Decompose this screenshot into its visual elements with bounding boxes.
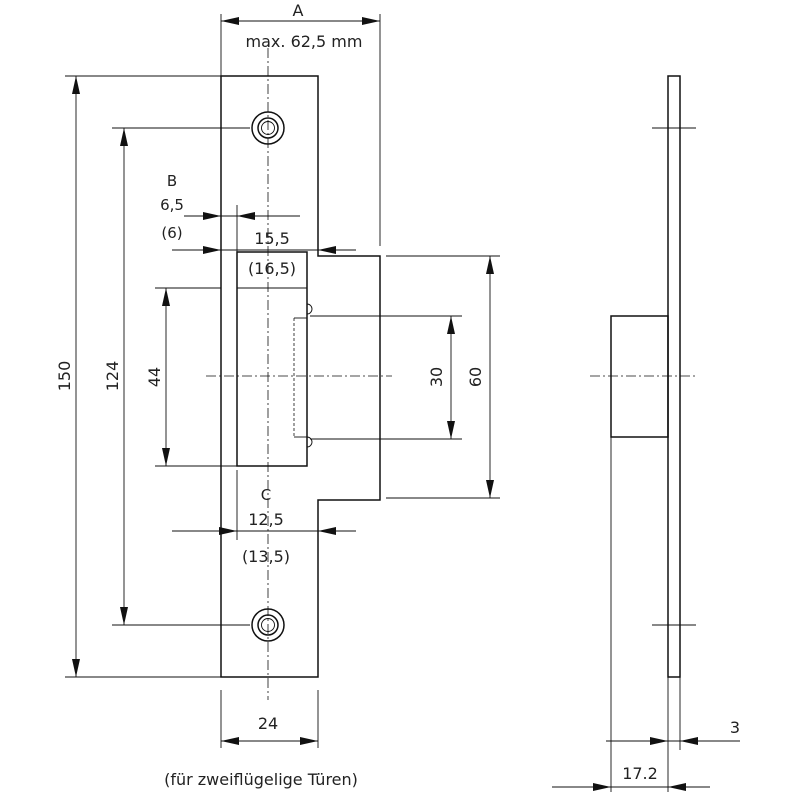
dim-side-depth: 17.2	[622, 764, 658, 783]
dim-opening-height: 44	[145, 367, 164, 387]
dim-b-value: 6,5	[160, 196, 184, 214]
side-plate	[667, 75, 681, 678]
dim-lip-height: 60	[466, 367, 485, 387]
dim-c-value-alt: (13,5)	[242, 547, 290, 566]
extension-lines	[65, 14, 500, 748]
side-lip	[610, 315, 669, 438]
front-view	[206, 48, 462, 700]
dim-thickness: 3	[730, 718, 740, 737]
dim-c-value: 12,5	[248, 510, 284, 529]
dim-a-letter: A	[293, 1, 304, 20]
dim-b-letter: B	[167, 172, 177, 190]
dim-a-value: max. 62,5 mm	[246, 32, 363, 51]
dim-c-letter: C	[261, 486, 271, 504]
dim-hole-spacing: 124	[103, 361, 122, 392]
latch-opening	[236, 251, 308, 467]
dim-total-height: 150	[55, 361, 74, 392]
dim-top-opening-alt: (16,5)	[248, 259, 296, 278]
caption: (für zweiflügelige Türen)	[164, 770, 358, 789]
dim-latch-height: 30	[427, 367, 446, 387]
dimension-lines	[72, 17, 494, 745]
dim-plate-width: 24	[258, 714, 278, 733]
strike-plate-outline	[220, 75, 381, 678]
dim-b-value-alt: (6)	[161, 224, 182, 242]
dim-top-opening: 15,5	[254, 229, 290, 248]
side-view	[552, 75, 740, 792]
